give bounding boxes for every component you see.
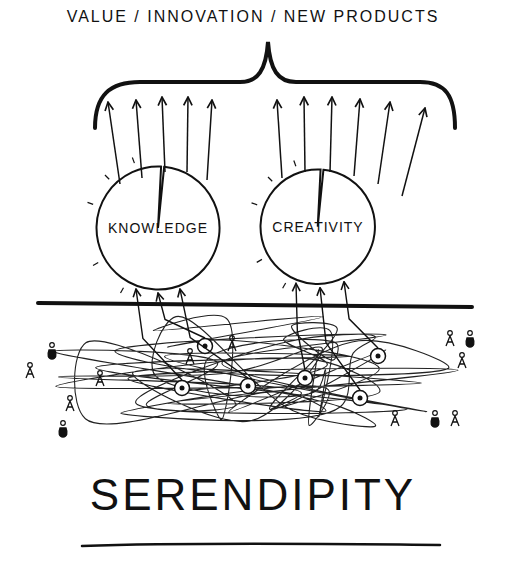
idea-arrow (136, 289, 182, 380)
glow-tick (132, 158, 134, 164)
glow-tick (120, 288, 123, 293)
output-arrow (162, 97, 165, 172)
glow-ticks (88, 158, 296, 293)
glow-tick (283, 283, 286, 288)
scribble-line (54, 315, 458, 426)
idea-arrow (180, 289, 248, 378)
circle-label: CREATIVITY (272, 219, 363, 235)
output-arrow (378, 102, 390, 184)
idea-arrow (296, 283, 305, 370)
output-arrow (108, 102, 120, 184)
person-figure (59, 421, 67, 437)
person-figure (446, 331, 454, 346)
glow-tick (93, 263, 98, 266)
person-figure (96, 371, 104, 386)
output-arrow (136, 100, 142, 178)
person-figure (466, 331, 474, 347)
output-arrow (187, 97, 188, 172)
idea-dot (298, 371, 313, 386)
glow-tick (268, 177, 272, 181)
ground-line (38, 303, 472, 307)
person-figure (48, 343, 56, 359)
idea-arrows (136, 282, 386, 406)
person-figure (228, 336, 236, 351)
glow-tick (105, 175, 109, 179)
idea-arrow (344, 282, 378, 348)
idea-circle: KNOWLEDGE (95, 165, 221, 291)
output-arrow (277, 100, 282, 178)
idea-dot (371, 349, 386, 364)
glow-tick (88, 202, 94, 204)
glow-tick (294, 161, 296, 167)
idea-dot (175, 381, 190, 396)
output-arrow (402, 108, 425, 196)
idea-dot-core (376, 354, 381, 359)
person-figure (391, 411, 399, 426)
idea-arrow (158, 293, 205, 338)
output-arrow (304, 97, 305, 172)
output-arrow (330, 97, 332, 172)
person-figure (458, 353, 466, 368)
scribble (54, 315, 458, 426)
glow-tick (252, 203, 258, 205)
output-arrows (108, 97, 425, 196)
person-figure (186, 349, 194, 364)
person-figure (431, 411, 439, 427)
idea-dot (353, 391, 368, 406)
idea-dot-core (303, 376, 308, 381)
idea-dot (241, 379, 256, 394)
idea-arrow (320, 288, 360, 390)
idea-circle: CREATIVITY (259, 168, 376, 285)
output-arrow (354, 99, 360, 176)
idea-dot-core (180, 386, 185, 391)
outcome-label: VALUE / INNOVATION / NEW PRODUCTS (0, 8, 506, 26)
person-figure (26, 363, 34, 378)
person-figure (66, 396, 74, 411)
caption-underline (82, 544, 440, 546)
caption: SERENDIPITY (0, 470, 506, 520)
output-arrow (207, 100, 212, 180)
idea-dot-core (246, 384, 251, 389)
idea-dot-core (358, 396, 363, 401)
circle-label: KNOWLEDGE (108, 220, 208, 236)
glow-tick (257, 259, 262, 262)
people-figures (26, 331, 474, 437)
curly-brace (95, 42, 455, 128)
person-figure (451, 411, 459, 426)
